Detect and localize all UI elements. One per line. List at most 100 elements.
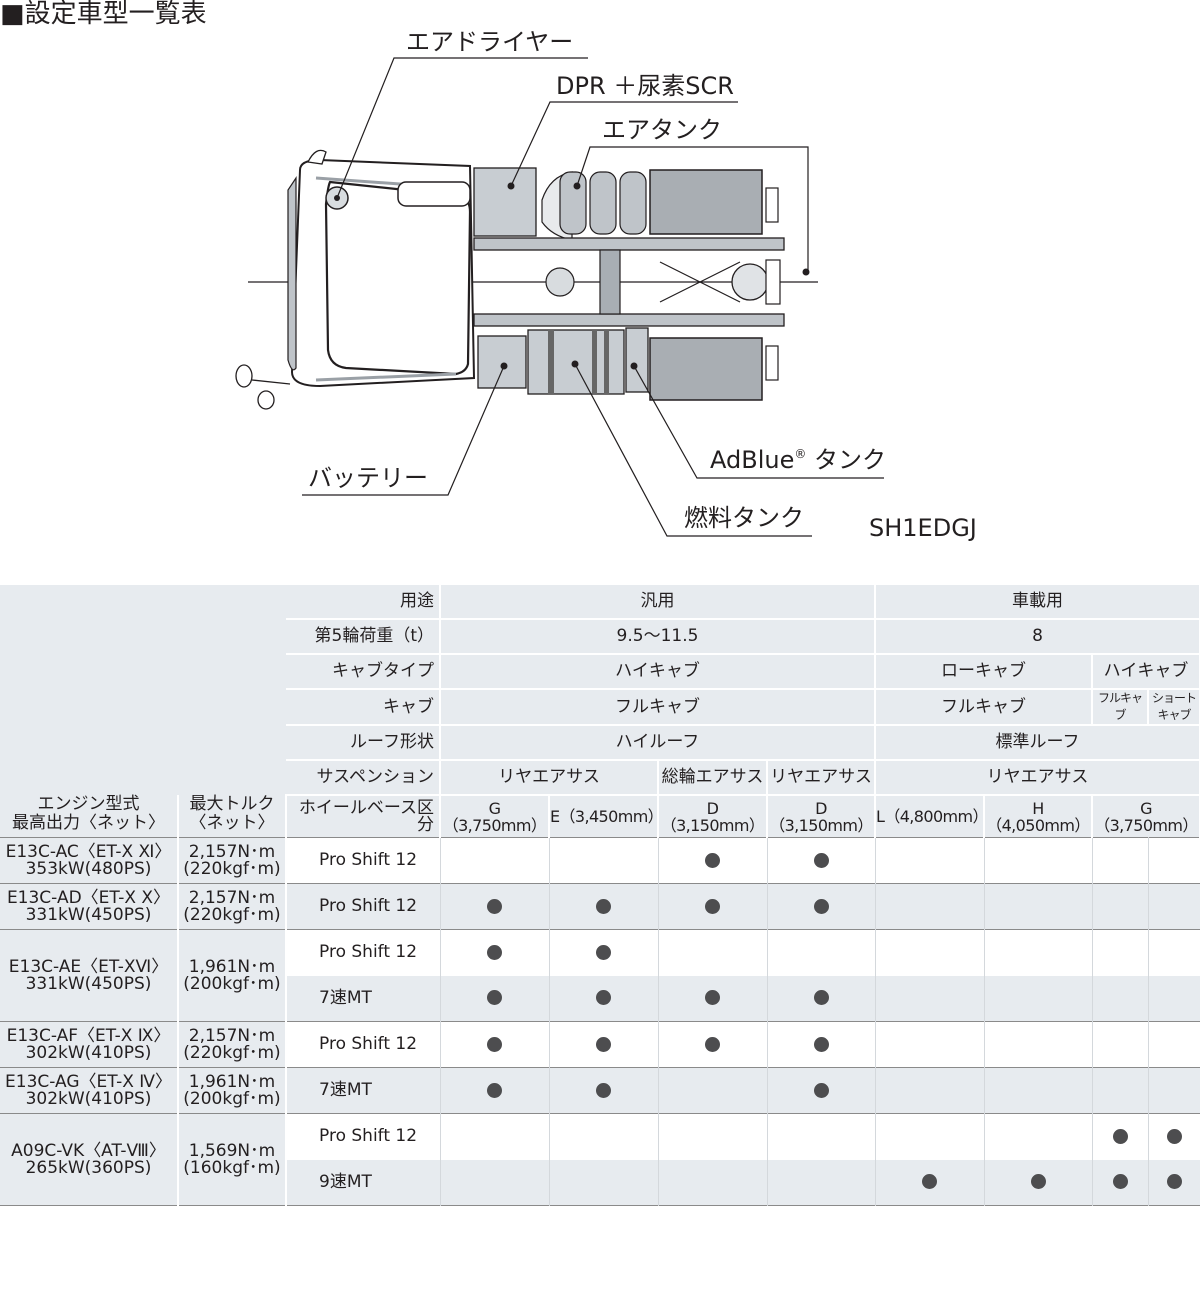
engine-output: 302kW(410PS) [25, 1088, 152, 1109]
availability-cell [658, 1067, 768, 1114]
torque-cell: 1,961N･m(200kgf･m) [178, 929, 287, 1022]
model-code: SH1EDGJ [869, 514, 977, 542]
availability-cell [984, 883, 1093, 930]
availability-cell [984, 1021, 1093, 1068]
row-label-suspension: サスペンション [286, 760, 441, 796]
availability-cell [767, 837, 876, 884]
availability-cell [440, 1113, 550, 1160]
row-label-roof: ルーフ形状 [286, 725, 441, 761]
torque-kgfm: (220kgf･m) [183, 904, 281, 925]
availability-cell [875, 1159, 985, 1206]
engine-group: E13C-AF〈ET-Ⅹ Ⅸ〉302kW(410PS)2,157N･m(220k… [0, 1021, 1200, 1068]
fifth-wheel-load-general: 9.5〜11.5 [440, 619, 876, 655]
engine-output: 331kW(450PS) [25, 904, 152, 925]
availability-cell [658, 929, 768, 976]
row-label-cab: キャブ [286, 689, 441, 726]
table-row: E13C-AG〈ET-Ⅹ Ⅳ〉302kW(410PS) 1,961N･m(200k… [0, 1067, 1200, 1114]
availability-cell [984, 929, 1093, 976]
availability-cell [1092, 883, 1149, 930]
engine-model: E13C-AG〈ET-Ⅹ Ⅳ〉 [5, 1071, 172, 1092]
available-dot-icon [1112, 1174, 1128, 1190]
availability-cell [875, 837, 985, 884]
availability-cell [1092, 1021, 1149, 1068]
engine-model: E13C-AE〈ET-ⅩⅥ〉 [8, 956, 169, 977]
availability-cell [549, 1159, 659, 1206]
col-engine-header: エンジン型式最高出力〈ネット〉 [0, 794, 179, 838]
adblue-suffix: タンク [806, 446, 886, 474]
suspension-rear-air-2: リヤエアサス [767, 760, 876, 796]
availability-cell [440, 1021, 550, 1068]
availability-cell [549, 1021, 659, 1068]
available-dot-icon [705, 990, 720, 1006]
adblue-name: AdBlue [710, 446, 794, 474]
torque-nm: 2,157N･m [188, 1025, 276, 1046]
cab-type-high: ハイキャブ [440, 654, 876, 690]
header-blank [0, 654, 286, 689]
label-air-dryer: エアドライヤー [406, 30, 573, 56]
availability-cell [1148, 1021, 1200, 1068]
available-dot-icon [705, 1036, 720, 1052]
row-label-wheelbase: ホイールベース区分 [286, 795, 441, 838]
truck-chassis-diagram: エアドライヤー DPR ＋尿素SCR エアタンク バッテリー AdBlue® タ… [235, 30, 977, 542]
engine-model-cell: E13C-AF〈ET-Ⅹ Ⅸ〉302kW(410PS) [0, 1021, 179, 1068]
wheelbase-g-carrier: G（3,750mm） [1092, 795, 1200, 838]
table-row: E13C-AF〈ET-Ⅹ Ⅸ〉302kW(410PS)2,157N･m(220k… [0, 1021, 1200, 1068]
torque-header-line1: 最大トルク [189, 794, 275, 814]
availability-cell [658, 1021, 768, 1068]
cab-type-high-carrier: ハイキャブ [1092, 654, 1200, 690]
availability-cell [658, 883, 768, 930]
availability-cell [984, 837, 1093, 884]
availability-cell [875, 1067, 985, 1114]
table-row: E13C-AD〈ET-Ⅹ Ⅹ〉331kW(450PS)2,157N･m(220k… [0, 883, 1200, 930]
transmission-cell: 7速MT [286, 975, 441, 1022]
engine-model-cell: E13C-AC〈ET-Ⅹ Ⅺ〉353kW(480PS) [0, 837, 179, 884]
torque-cell: 1,961N･m(200kgf･m) [178, 1067, 287, 1114]
transmission-cell: Pro Shift 12 [286, 883, 441, 930]
engine-output: 331kW(450PS) [25, 973, 152, 994]
table-row: 7速MT [0, 975, 1200, 1022]
available-dot-icon [487, 990, 502, 1006]
availability-cell [875, 929, 985, 976]
available-dot-icon [813, 1036, 829, 1052]
available-dot-icon [1112, 1128, 1128, 1144]
header-blank [0, 619, 286, 654]
availability-cell [549, 837, 659, 884]
availability-cell [549, 1067, 659, 1114]
engine-model: E13C-AD〈ET-Ⅹ Ⅹ〉 [6, 887, 171, 908]
table-row: A09C-VK〈AT-Ⅷ〉265kW(360PS)1,569N･m(160kgf… [0, 1113, 1200, 1206]
availability-cell [767, 929, 876, 976]
engine-header-line2: 最高出力〈ネット〉 [12, 813, 165, 833]
availability-cell [767, 1159, 876, 1206]
engine-model: E13C-AC〈ET-Ⅹ Ⅺ〉 [5, 841, 172, 862]
available-dot-icon [813, 1082, 829, 1098]
wheelbase-d-rear-air: D（3,150mm） [767, 795, 876, 838]
usage-general: 汎用 [440, 585, 876, 620]
torque-header-line2: 〈ネット〉 [189, 813, 275, 833]
torque-kgfm: (220kgf･m) [183, 858, 281, 879]
available-dot-icon [813, 852, 829, 868]
transmission-cell: Pro Shift 12 [286, 1113, 441, 1160]
cab-full: フルキャブ [440, 689, 876, 726]
spec-table: 用途 汎用 車載用 第5輪荷重（t） 9.5〜11.5 8 キャブタイプ ハイキ… [0, 585, 1200, 1206]
availability-cell [1148, 1067, 1200, 1114]
available-dot-icon [487, 1036, 502, 1052]
engine-model-cell: E13C-AD〈ET-Ⅹ Ⅹ〉331kW(450PS) [0, 883, 179, 930]
engine-header-line1: エンジン型式 [37, 794, 140, 814]
engine-group: A09C-VK〈AT-Ⅷ〉265kW(360PS)1,569N･m(160kgf… [0, 1113, 1200, 1206]
cab-type-low: ローキャブ [875, 654, 1093, 690]
table-row: E13C-AC〈ET-Ⅹ Ⅺ〉353kW(480PS)2,157N･m(220k… [0, 837, 1200, 884]
header-blank [0, 725, 286, 760]
availability-cell [440, 883, 550, 930]
row-label-fifth-wheel-load: 第5輪荷重（t） [286, 619, 441, 655]
availability-cell [875, 1021, 985, 1068]
availability-cell [1148, 929, 1200, 976]
fifth-wheel-load-car-carrier: 8 [875, 619, 1200, 655]
availability-cell [440, 837, 550, 884]
availability-cell [549, 883, 659, 930]
engine-model-cell: E13C-AE〈ET-ⅩⅥ〉331kW(450PS) [0, 929, 179, 1022]
cab-full-small: フルキャブ [1092, 689, 1149, 726]
availability-cell [1092, 837, 1149, 884]
available-dot-icon [596, 1036, 611, 1052]
availability-cell [1148, 1159, 1200, 1206]
label-fuel-tank: 燃料タンク [684, 504, 804, 532]
